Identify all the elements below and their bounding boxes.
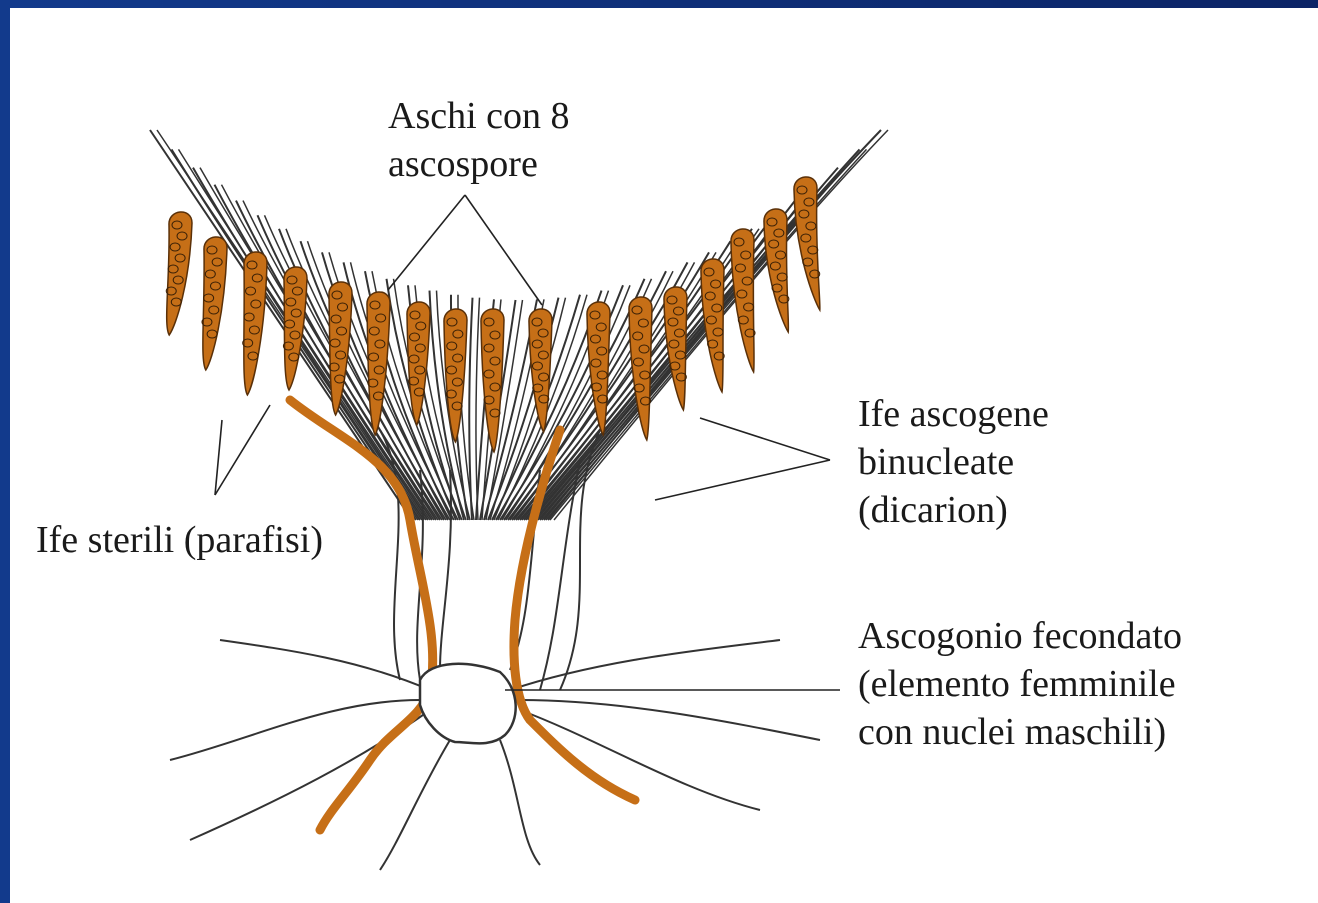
label-ascogonio-line2: (elemento femminile [858, 660, 1182, 708]
ascus [664, 287, 687, 410]
label-asci-line2: ascospore [388, 140, 570, 188]
root-hypha [220, 640, 430, 690]
label-ife-ascogene-line1: Ife ascogene [858, 390, 1049, 438]
ascus [444, 309, 467, 442]
leader-sterili-2 [215, 405, 270, 495]
root-hypha [520, 700, 820, 740]
leader-asci-left [388, 195, 465, 290]
paraphysis [469, 298, 472, 520]
label-ife-ascogene-line3: (dicarion) [858, 486, 1049, 534]
ascus [794, 177, 820, 310]
label-ife-sterili-line1: Ife sterili (parafisi) [36, 516, 323, 564]
leader-asci-right [465, 195, 542, 305]
leader-ascogene-1 [700, 418, 830, 460]
ascus [764, 209, 788, 332]
ascus [701, 259, 724, 392]
ascogonium [420, 664, 516, 744]
leader-ascogene-2 [655, 460, 830, 500]
ascus [244, 252, 267, 395]
ascus [481, 309, 504, 452]
root-hypha [520, 710, 760, 810]
label-ife-ascogene-line2: binucleate [858, 438, 1049, 486]
root-hypha [500, 740, 540, 865]
label-ascogonio-line3: con nuclei maschili) [858, 708, 1182, 756]
ascus [629, 297, 652, 440]
ascus [329, 282, 352, 415]
label-asci-line1: Aschi con 8 [388, 92, 570, 140]
paraphysis [540, 168, 838, 520]
ascus [284, 267, 307, 390]
label-ascogonio-line1: Ascogonio fecondato [858, 612, 1182, 660]
label-asci: Aschi con 8 ascospore [388, 92, 570, 188]
label-ife-ascogene: Ife ascogene binucleate (dicarion) [858, 390, 1049, 534]
asci-group [166, 177, 820, 452]
label-ife-sterili: Ife sterili (parafisi) [36, 516, 323, 564]
root-hypha [380, 740, 450, 870]
ascus [203, 237, 227, 370]
ascus [167, 212, 192, 335]
label-ascogonio: Ascogonio fecondato (elemento femminile … [858, 612, 1182, 756]
